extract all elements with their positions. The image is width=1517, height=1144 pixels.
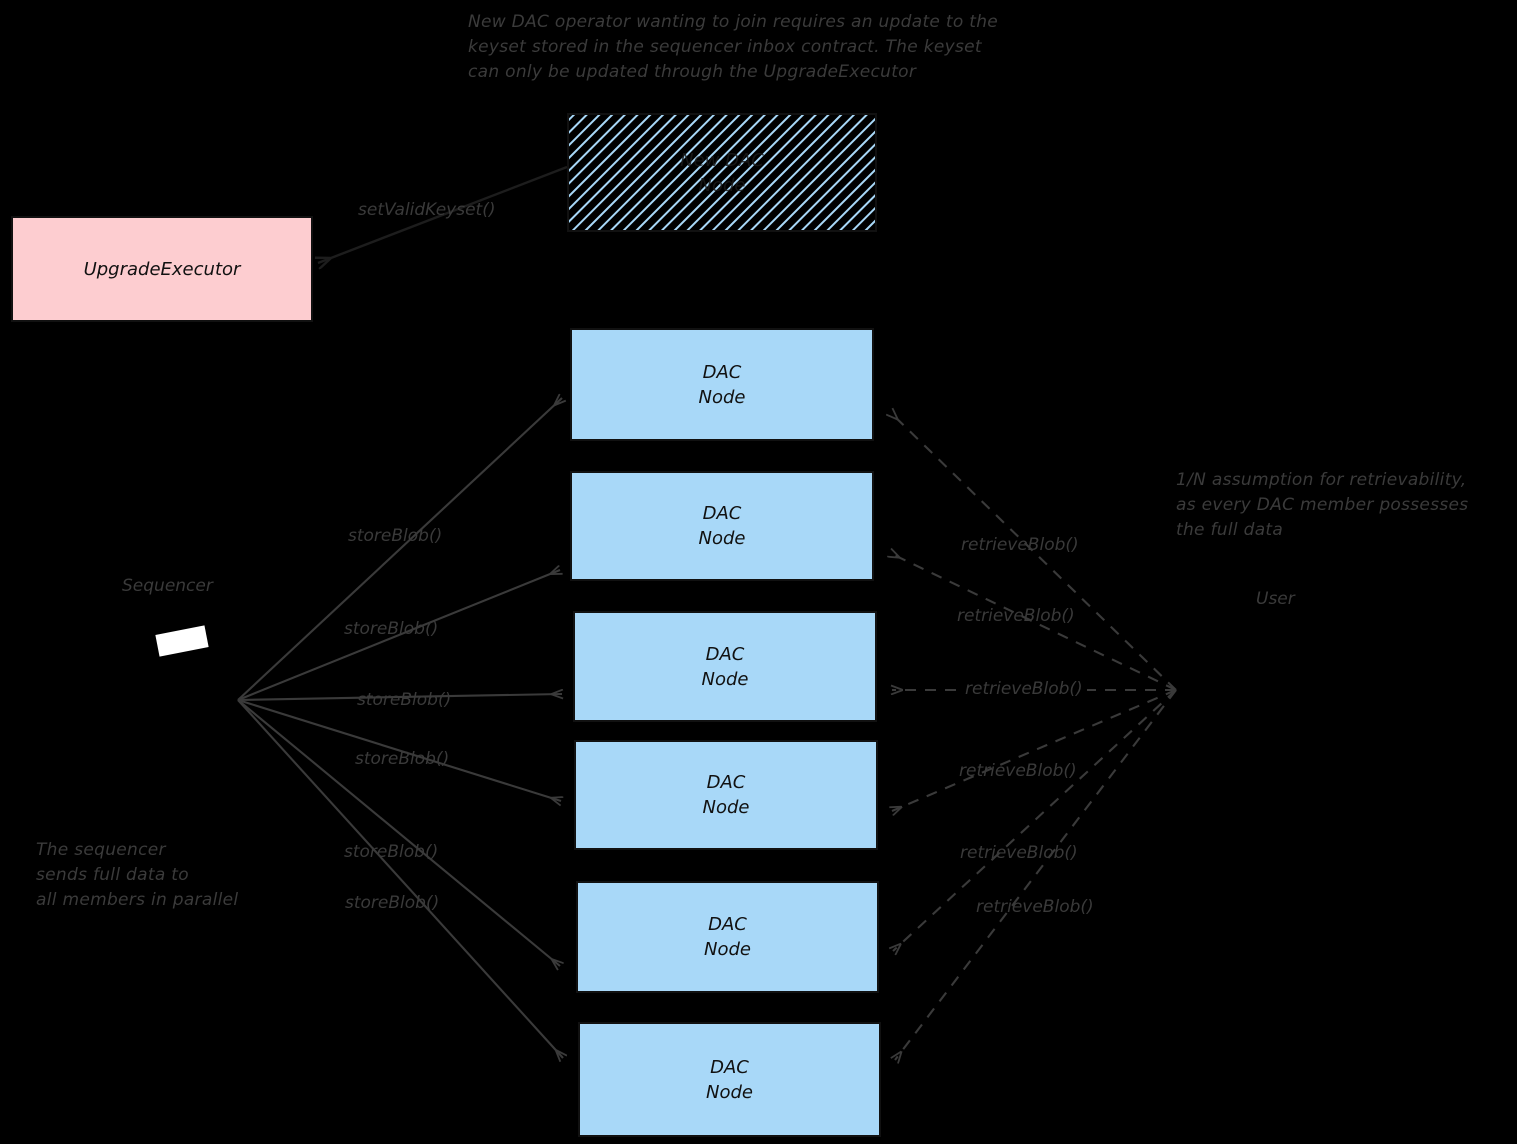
edge-label-store-blob-5: storeBlob() [344, 842, 439, 862]
edge-label-retrieve-blob-1: retrieveBlob() [961, 535, 1079, 555]
edge-label-set-valid-keyset: setValidKeyset() [358, 200, 496, 220]
sequencer-label: Sequencer [122, 576, 213, 596]
edge-label-retrieve-blob-4: retrieveBlob() [959, 761, 1077, 781]
dac-node-label-1: DAC Node [698, 361, 746, 408]
dac-node-box-5[interactable]: DAC Node [576, 881, 879, 993]
dac-node-label-6: DAC Node [706, 1056, 753, 1103]
new-dac-node-label: New DAC Node [680, 149, 764, 196]
edge-label-store-blob-4: storeBlob() [355, 749, 450, 769]
edges-store-blob [237, 398, 563, 1058]
upgrade-executor-label: UpgradeExecutor [83, 258, 241, 280]
note-bottom-left-parallel: The sequencer sends full data to all mem… [36, 840, 239, 910]
dac-node-box-3[interactable]: DAC Node [573, 611, 877, 722]
edge-set-valid-keyset [318, 165, 568, 263]
edge-label-retrieve-blob-3: retrieveBlob() [961, 679, 1087, 699]
edge-label-store-blob-2: storeBlob() [344, 619, 439, 639]
new-dac-node-box-shape [567, 113, 877, 232]
dac-node-label-3: DAC Node [701, 643, 749, 690]
dac-node-box-6[interactable]: DAC Node [578, 1022, 881, 1137]
note-right-retrievability: 1/N assumption for retrievability, as ev… [1176, 470, 1469, 540]
new-dac-node-box: New DAC Node [568, 114, 876, 231]
dac-node-label-4: DAC Node [702, 772, 750, 818]
edges-retrieve-blob [890, 412, 1177, 1060]
note-top-keyset: New DAC operator wanting to join require… [468, 12, 999, 82]
upgrade-executor-box[interactable]: UpgradeExecutor [11, 216, 313, 322]
edge-label-retrieve-blob-6: retrieveBlob() [976, 897, 1094, 917]
edge-label-store-blob-3: storeBlob() [357, 690, 452, 710]
dac-node-label-2: DAC Node [698, 503, 746, 549]
edge-label-retrieve-blob-5: retrieveBlob() [960, 843, 1078, 863]
edge-label-retrieve-blob-2: retrieveBlob() [957, 606, 1075, 626]
dac-node-box-2[interactable]: DAC Node [570, 471, 874, 581]
dac-node-box-1[interactable]: DAC Node [570, 328, 874, 441]
dac-node-box-4[interactable]: DAC Node [574, 740, 878, 850]
user-label: User [1256, 589, 1295, 609]
edge-label-store-blob-6: storeBlob() [345, 893, 440, 913]
dac-node-label-5: DAC Node [704, 914, 751, 960]
edge-label-store-blob-1: storeBlob() [348, 526, 443, 546]
